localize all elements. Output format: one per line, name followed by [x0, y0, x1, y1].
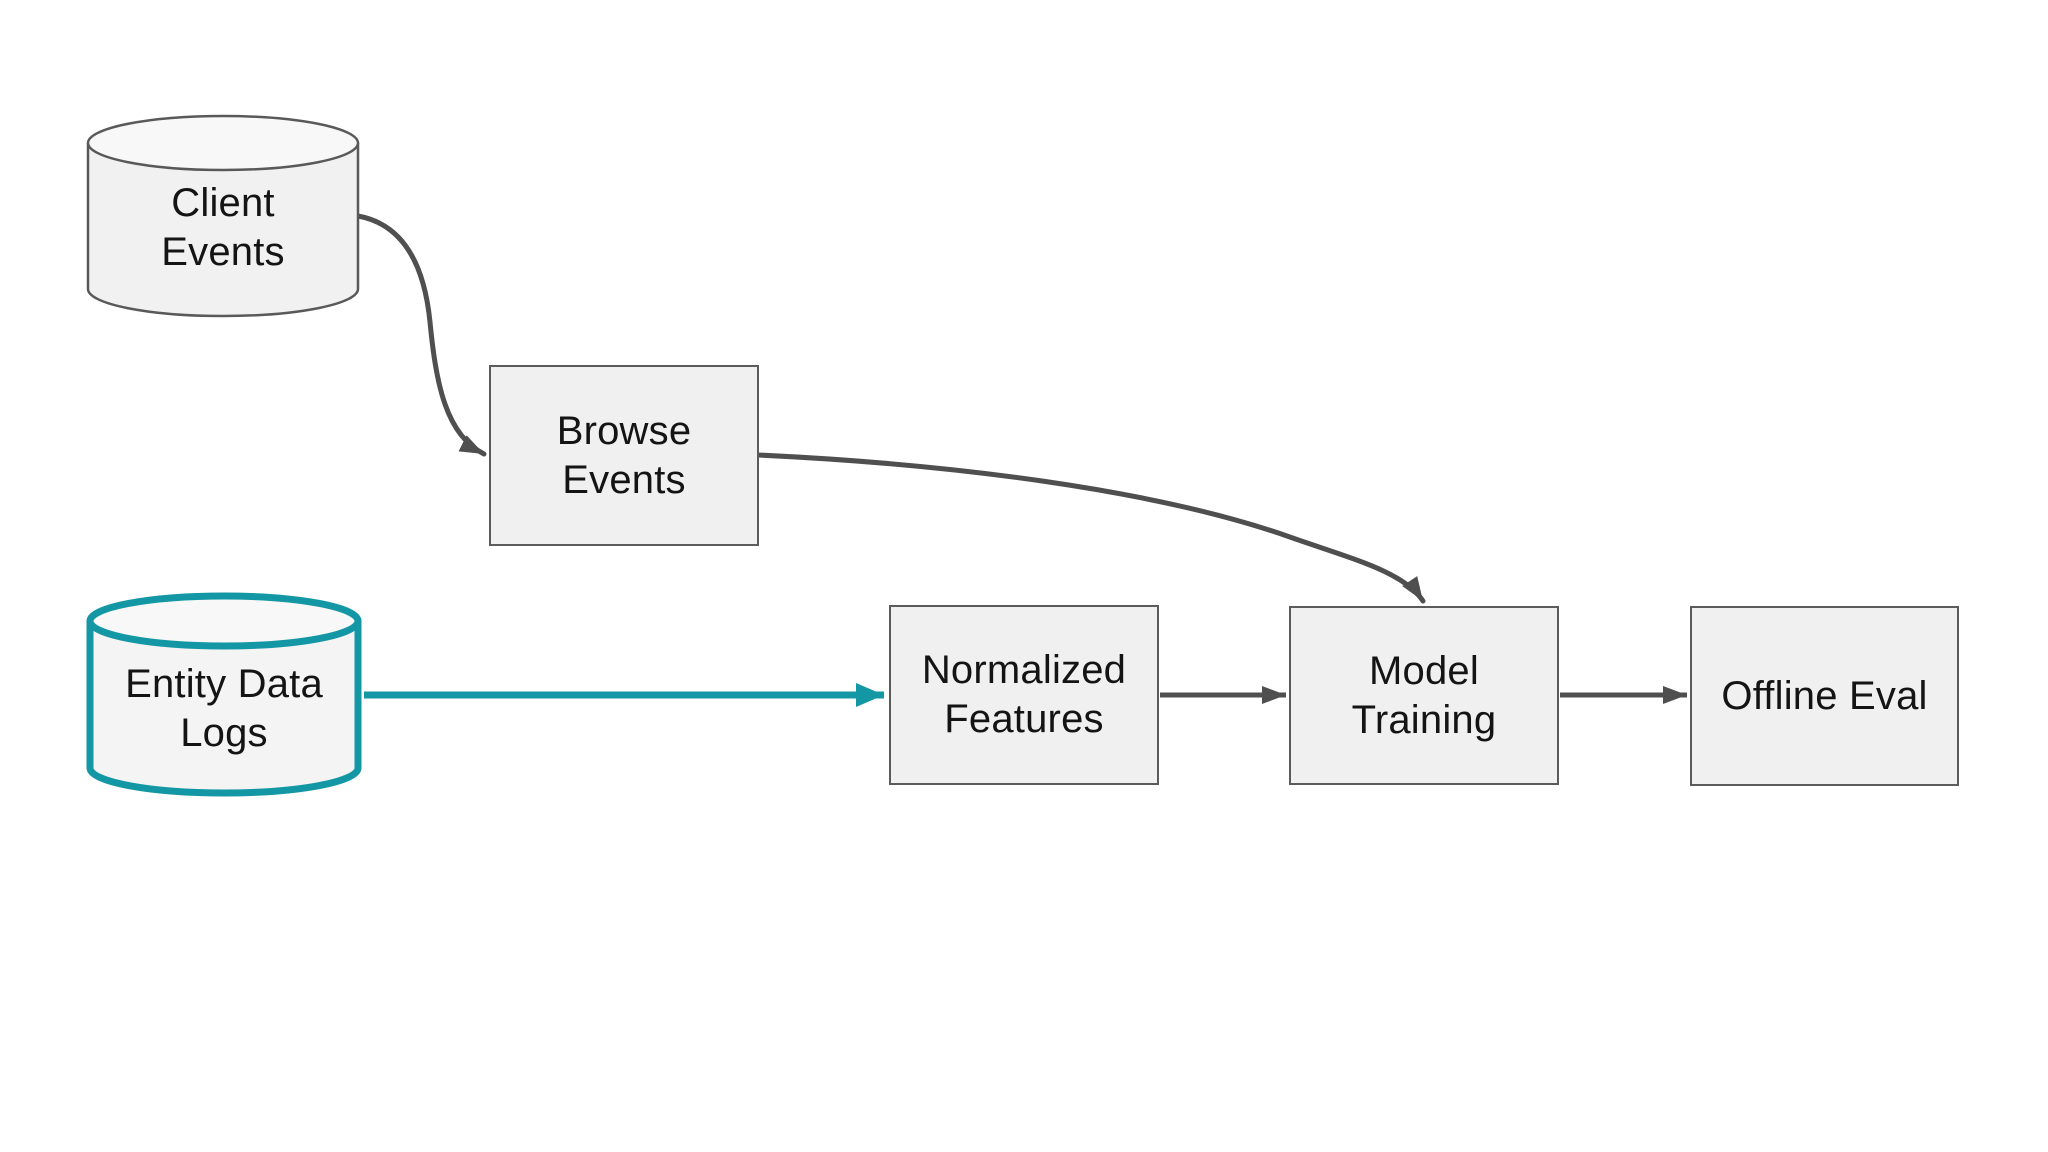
node-model-training: [1289, 606, 1559, 785]
edge-browse-events-to-model-training: [755, 452, 1426, 604]
node-client-events: [86, 114, 360, 318]
node-normalized-features: [889, 605, 1159, 785]
node-entity-data-logs: [86, 592, 362, 797]
cylinder-top: [86, 114, 360, 172]
node-browse-events: [489, 365, 759, 546]
edge-client-events-to-browse-events: [355, 213, 487, 457]
cylinder-body: [86, 143, 360, 318]
cylinder-top: [86, 592, 362, 650]
node-offline-eval: [1690, 606, 1959, 786]
cylinder-body: [86, 621, 362, 797]
